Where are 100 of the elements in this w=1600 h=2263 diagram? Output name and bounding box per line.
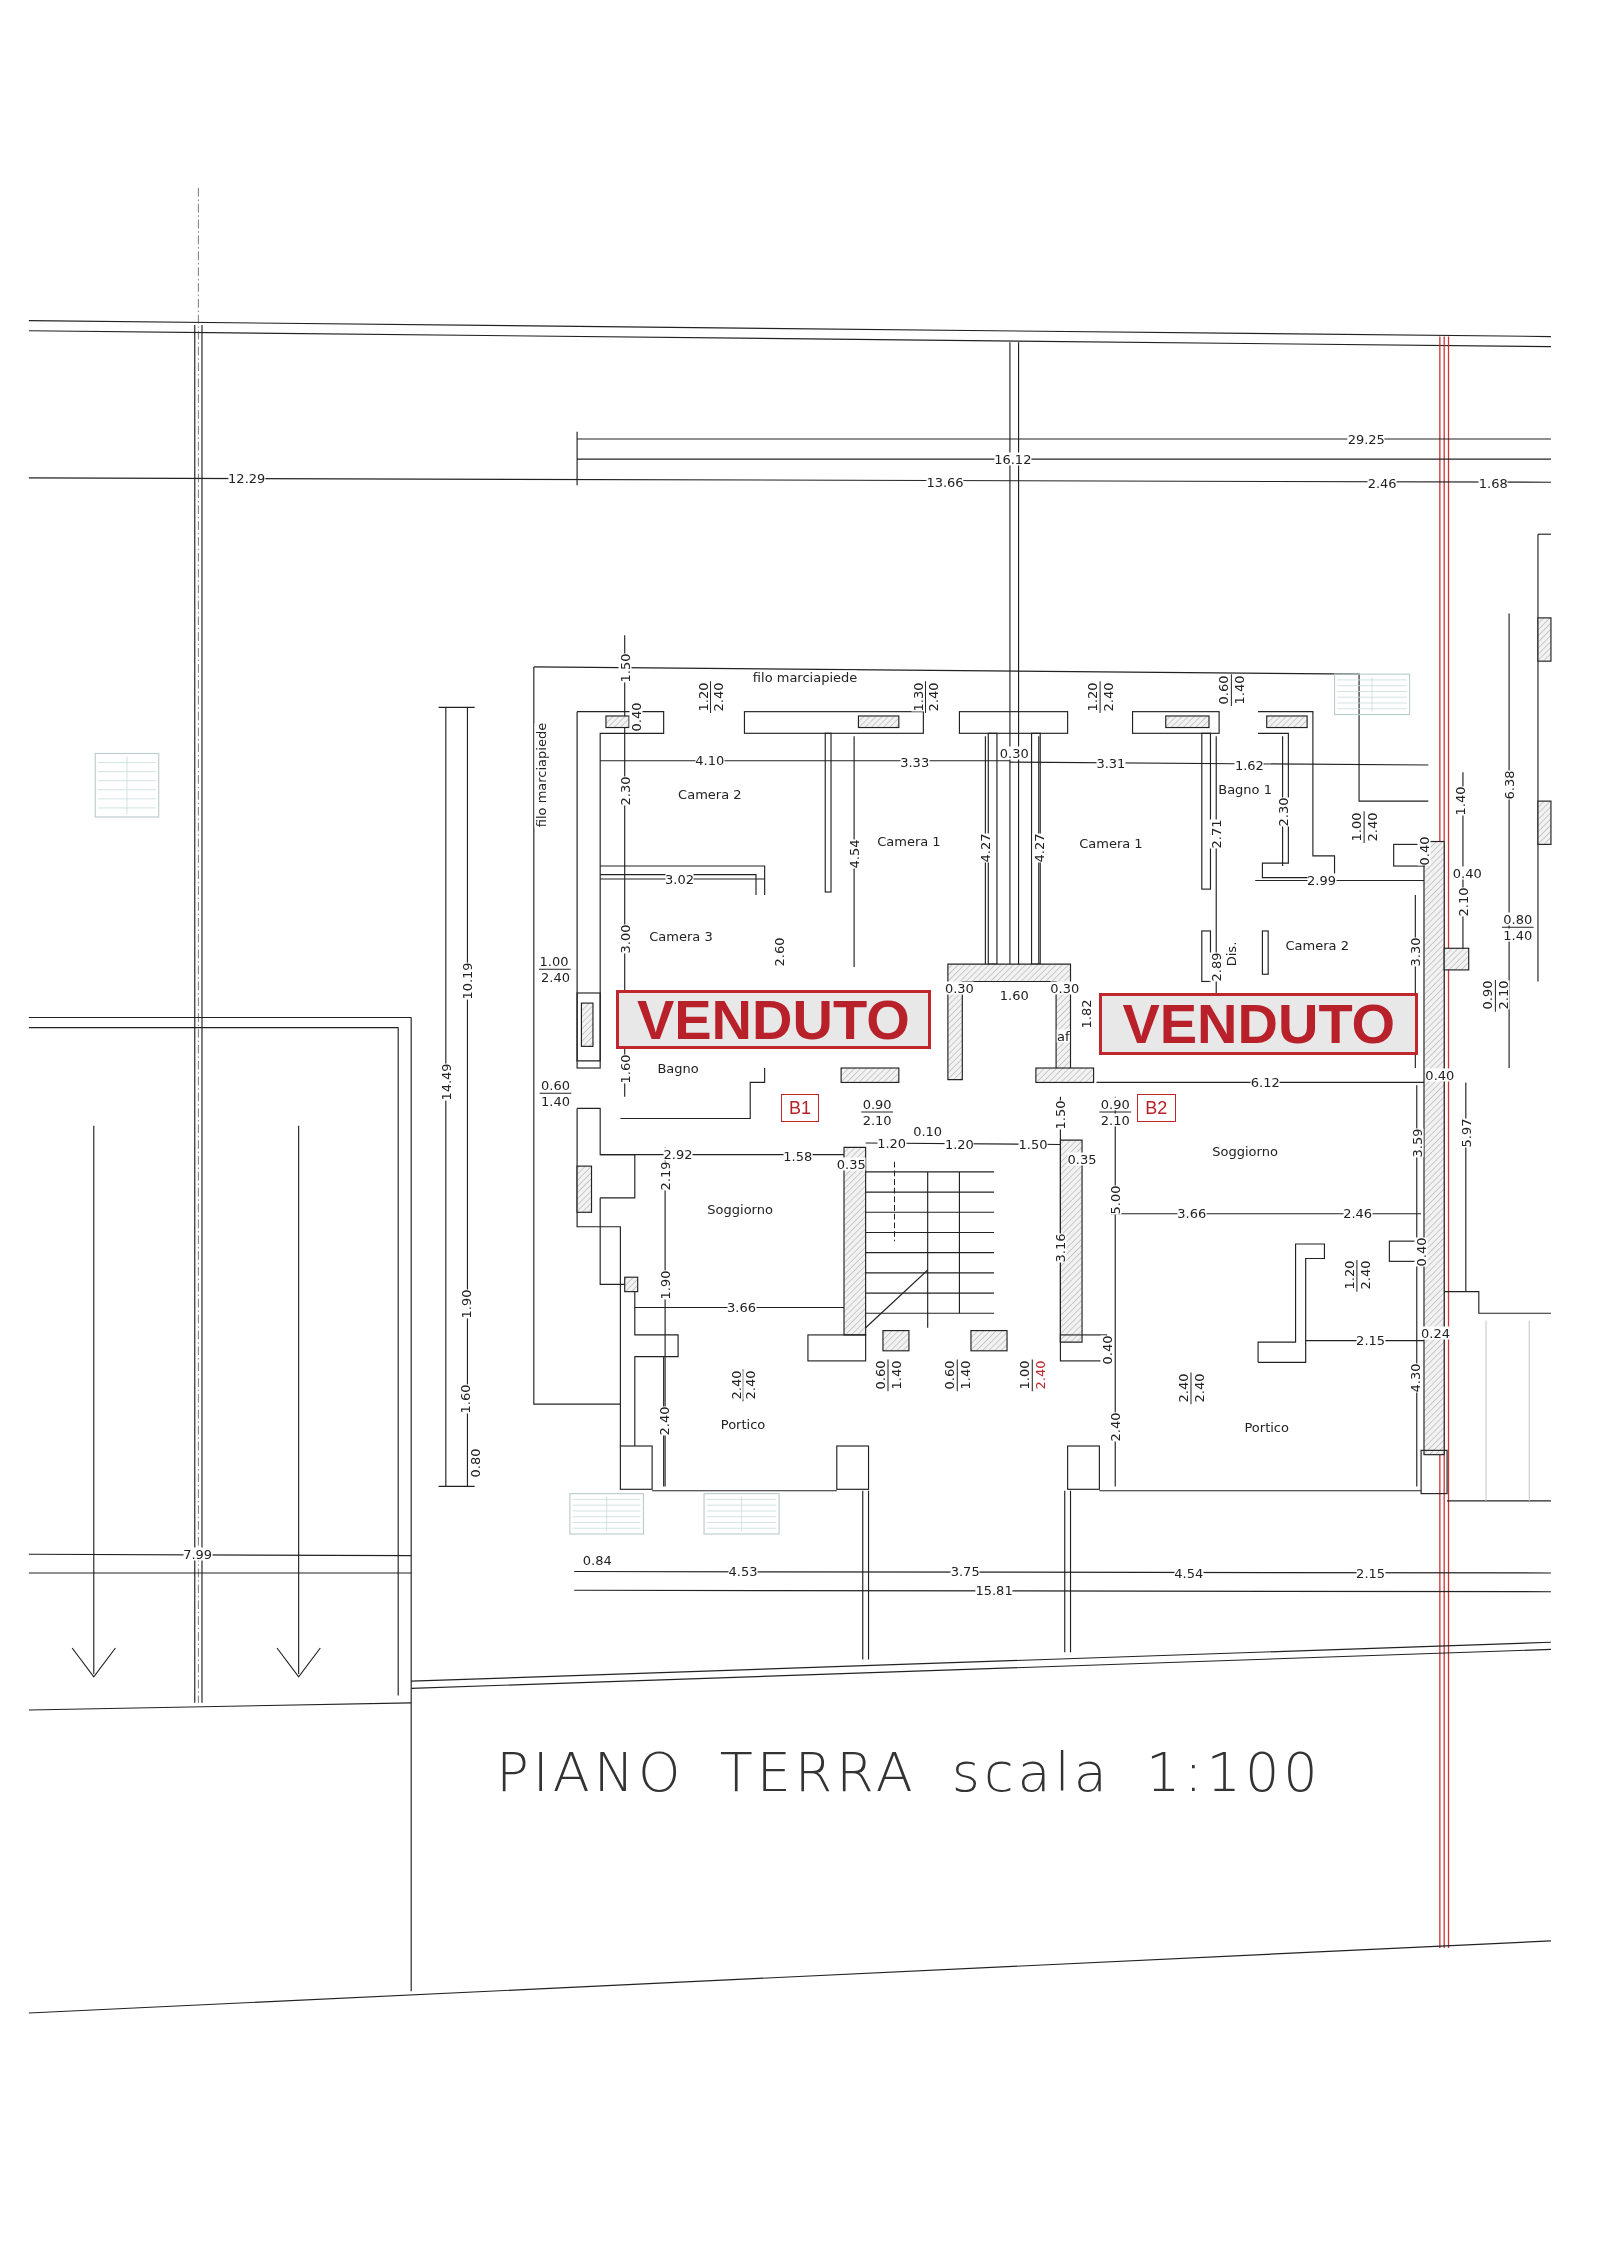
dimension-label: 2.40 [712, 682, 725, 712]
room-label: Bagno 1 [1218, 782, 1272, 796]
dimension-label: 0.90 [1100, 1097, 1130, 1111]
room-label: Camera 1 [1079, 836, 1143, 850]
dimension-label: 4.30 [1408, 1363, 1422, 1393]
room-label: Soggiorno [1212, 1144, 1278, 1158]
dimension-label: 2.40 [657, 1406, 671, 1436]
dimension-label: 0.90 [862, 1097, 892, 1111]
room-label: Bagno [657, 1061, 699, 1075]
dimension-label: 3.33 [900, 755, 930, 769]
dimension-label: 2.10 [1100, 1113, 1130, 1127]
dimension-label: 0.40 [1452, 866, 1482, 880]
dimension-label: 1.20 [877, 1136, 907, 1150]
dimension-label: 2.19 [658, 1161, 672, 1191]
dimension-label: 4.27 [1032, 833, 1046, 863]
dimension-label: 1.68 [1478, 476, 1508, 490]
dimension-label: 13.66 [926, 475, 964, 489]
dimension-label: 0.30 [1050, 981, 1080, 995]
dimension-label: 1.00 [1017, 1360, 1031, 1390]
dimension-label: 1.90 [459, 1289, 473, 1319]
dimension-label: 2.40 [1108, 1412, 1122, 1442]
dimension-label: 1.62 [1234, 758, 1264, 772]
dimension-label: 1.50 [618, 653, 632, 683]
dimension-label: 2.71 [1209, 819, 1223, 849]
dimension-label: 2.99 [1307, 873, 1336, 887]
room-label: Portico [1244, 1420, 1289, 1434]
dimension-label: 2.40 [1365, 812, 1379, 842]
dimension-label: 2.40 [541, 970, 570, 984]
dimension-label: 4.54 [1174, 1566, 1204, 1580]
note-label: filo marciapiede [752, 670, 858, 684]
room-label: Camera 3 [649, 929, 713, 943]
dimension-label: 0.35 [1067, 1152, 1097, 1165]
dimension-label: 1.40 [1453, 786, 1467, 816]
dimension-label: 2.30 [618, 776, 632, 806]
dimension-label: 10.19 [460, 962, 474, 1000]
dimension-label: 2.40 [743, 1370, 757, 1400]
dimension-label: 4.53 [728, 1564, 758, 1578]
dimension-label: 4.27 [978, 833, 992, 863]
dimension-label: 3.75 [950, 1564, 980, 1578]
dimension-label: Dis. [1224, 941, 1238, 966]
dimension-label: 0.60 [541, 1078, 570, 1092]
dimension-label: 1.60 [458, 1385, 472, 1414]
dimension-label: 2.10 [1496, 981, 1510, 1010]
dimension-label: 14.49 [439, 1063, 453, 1101]
dimension-label: 0.40 [1417, 836, 1431, 866]
dimension-label: 2.10 [1456, 887, 1470, 917]
dimension-label: 0.40 [629, 702, 643, 732]
room-label: Portico [720, 1417, 766, 1431]
room-label: Soggiorno [707, 1202, 773, 1216]
sold-stamp: VENDUTO [1099, 992, 1419, 1055]
dimension-label: 0.35 [836, 1157, 866, 1171]
dimension-label: 0.90 [1480, 981, 1494, 1010]
dimension-label: 0.80 [1503, 912, 1533, 926]
dimension-label: 0.30 [944, 981, 974, 995]
dimension-label: 2.15 [1356, 1333, 1386, 1347]
dimension-label: 1.60 [999, 989, 1029, 1002]
dimension-label: 1.20 [944, 1137, 974, 1151]
dimension-label: 1.20 [1085, 682, 1099, 712]
dimension-label: 0.40 [1425, 1068, 1455, 1082]
dimension-label: 0.24 [1421, 1326, 1450, 1340]
dimension-label: 2.40 [1176, 1373, 1190, 1403]
dimension-label: 6.38 [1502, 770, 1516, 800]
dimension-label: 3.31 [1096, 756, 1126, 770]
dimension-label: 3.66 [727, 1300, 757, 1314]
dimension-label: 0.40 [1414, 1237, 1428, 1267]
dimension-label: 2.40 [926, 682, 940, 712]
dimension-label: 2.30 [1276, 797, 1290, 827]
dimension-label: 1.82 [1079, 999, 1093, 1029]
dimension-label: 3.30 [1408, 937, 1422, 967]
dimension-label: 1.20 [696, 682, 710, 712]
dimension-label: 0.10 [913, 1124, 943, 1138]
note-label: af [1057, 1029, 1070, 1043]
dimension-label: 1.40 [1503, 928, 1533, 942]
dimension-label: 1.50 [1018, 1137, 1048, 1151]
dimension-label: 12.29 [228, 471, 266, 485]
dimension-label: 3.66 [1177, 1206, 1207, 1220]
note-label: filo marciapiede [534, 722, 548, 827]
dimension-label: 0.60 [873, 1360, 887, 1390]
dimension-label: 2.40 [1033, 1360, 1047, 1390]
dimension-label: 3.16 [1053, 1233, 1067, 1263]
unit-tag: B2 [1136, 1093, 1176, 1123]
dimension-label: 2.40 [1101, 682, 1115, 712]
dimension-label: 1.40 [958, 1360, 972, 1390]
dimension-label: 1.50 [1053, 1100, 1067, 1130]
dimension-label: 0.60 [942, 1360, 956, 1390]
unit-tag: B1 [780, 1093, 820, 1123]
dimension-label: 15.81 [975, 1583, 1013, 1597]
dimension-label: 1.00 [1349, 812, 1363, 842]
dimension-label: 1.30 [911, 682, 925, 712]
dimension-label: 0.30 [999, 746, 1029, 760]
dimension-label: 2.46 [1367, 476, 1397, 490]
dimension-label: 2.40 [1358, 1260, 1372, 1290]
dimension-label: 5.00 [1108, 1185, 1122, 1215]
dimension-label: 6.12 [1250, 1075, 1280, 1089]
dimension-label: 2.40 [729, 1370, 743, 1400]
room-label: Camera 2 [678, 787, 742, 800]
dimension-label: 2.15 [1356, 1566, 1386, 1580]
dimension-label: 29.25 [1347, 432, 1385, 446]
drawing-title: PIANO TERRA scala 1:100 [496, 1746, 1322, 1801]
dimension-label: 1.60 [618, 1054, 632, 1084]
